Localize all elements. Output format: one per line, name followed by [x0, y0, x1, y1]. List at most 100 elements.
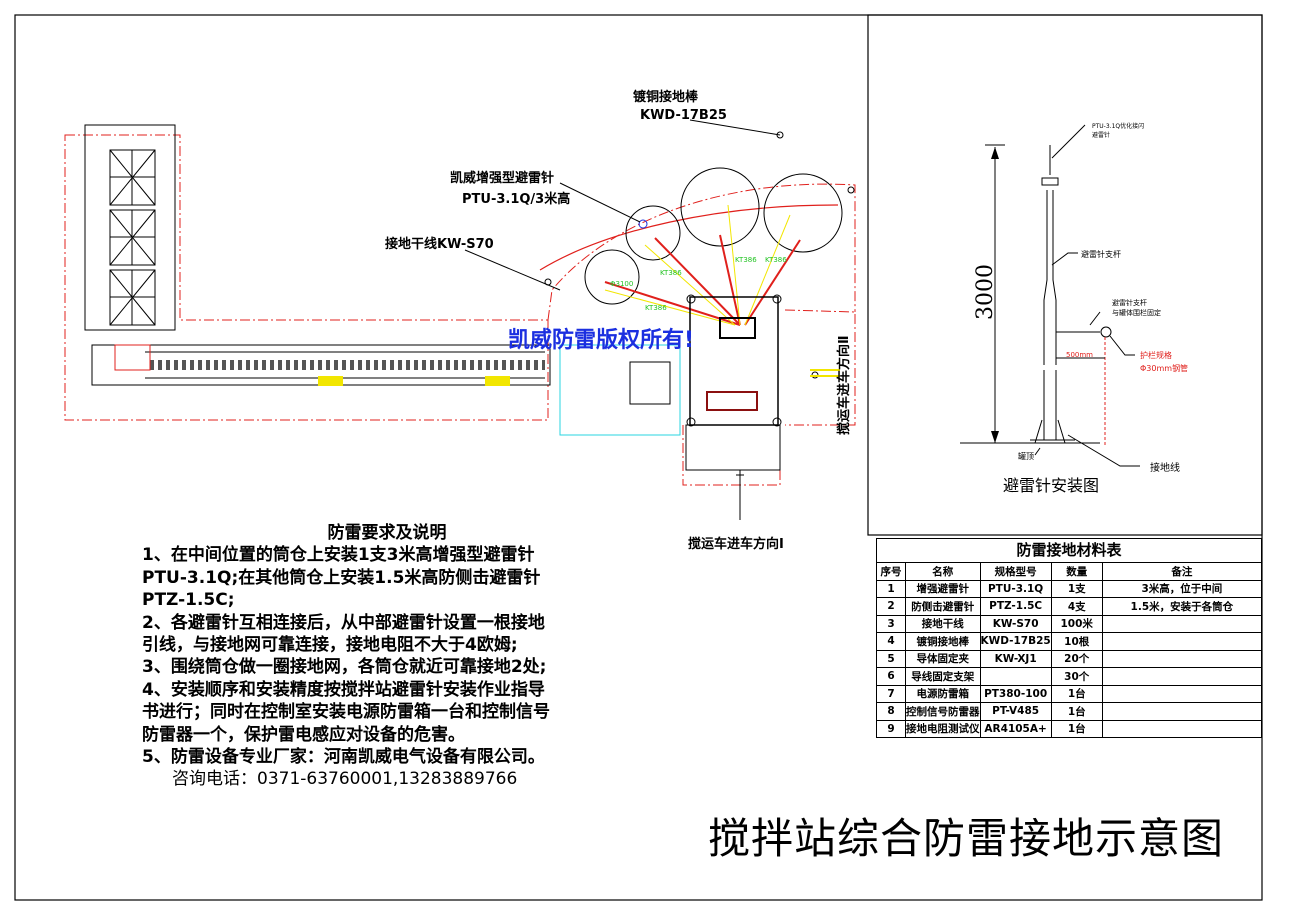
label-fix1: 避雷针支杆 [1112, 298, 1147, 307]
table-cell: PT380-100 [979, 684, 1052, 703]
conveyor-belt [145, 351, 545, 379]
silo-column [84, 124, 176, 331]
notes-phone: 咨询电话：0371-63760001,13283889766 [172, 769, 518, 790]
site-plan: Φ3100 KT386 KT386 KT386 KT386 镀铜接地棒 KWD-… [64, 89, 856, 552]
ground-rods [544, 131, 855, 427]
table-cell: 20个 [1050, 649, 1103, 668]
table-cell [1101, 649, 1263, 668]
table-cell: 3 [876, 614, 906, 633]
label-ground-rod-model: KWD-17B25 [640, 108, 727, 123]
drawing-title: 搅拌站综合防雷接地示意图 [708, 814, 1225, 863]
table-cell: 4支 [1050, 597, 1103, 616]
control-cabinet [706, 391, 758, 411]
table-cell: 接地电阻测试仪 [905, 719, 981, 738]
col-header: 名称 [905, 562, 981, 581]
notes: 防雷要求及说明 1、在中间位置的筒仓上安装1支3米高增强型避雷针 PTU-3.1… [142, 522, 602, 791]
table-cell: 1台 [1050, 702, 1103, 721]
label-ground-rod: 镀铜接地棒 [633, 89, 699, 105]
col-header: 规格型号 [979, 562, 1052, 581]
conveyor-head [114, 344, 151, 371]
table-cell: 3米高，位于中间 [1101, 579, 1263, 598]
table-cell: PT-V485 [979, 702, 1052, 721]
table-cell: 1 [876, 579, 906, 598]
table-cell [1101, 684, 1263, 703]
height-dimension [960, 144, 1100, 444]
label-rod-model: PTU-3.1Q/3米高 [462, 191, 570, 207]
table-cell: PTZ-1.5C [979, 597, 1052, 616]
notes-line: 3、围绕筒仓做一圈接地网，各筒仓就近可靠接地2处; [142, 657, 547, 678]
rod-head [1041, 177, 1059, 186]
label-rod2: 避雷针 [1092, 131, 1110, 139]
notes-title: 防雷要求及说明 [327, 523, 447, 543]
ground-grid-right [682, 309, 856, 486]
col-header: 数量 [1050, 562, 1103, 581]
table-title: 防雷接地材料表 [876, 538, 1262, 562]
plan-leaders [464, 119, 781, 291]
table-cell: 100米 [1050, 614, 1103, 633]
label-truck-dir-1: 搅运车进车方向Ⅰ [688, 536, 784, 552]
table-cell: AR4105A+ [979, 719, 1052, 738]
svg-text:Φ3100: Φ3100 [610, 280, 633, 288]
label-truck-dir-2: 搅运车进车方向Ⅱ [836, 335, 852, 435]
table-cell: 1台 [1050, 684, 1103, 703]
protection-arc [539, 204, 839, 271]
notes-line: 1、在中间位置的筒仓上安装1支3米高增强型避雷针 [142, 545, 535, 566]
notes-line: 4、安装顺序和安装精度按搅拌站避雷针安装作业指导 [142, 679, 545, 700]
table-cell: 电源防雷箱 [905, 684, 981, 703]
table-cell: 2 [876, 597, 906, 616]
power-spd-box [719, 317, 756, 339]
svg-text:KT386: KT386 [645, 304, 667, 312]
ground-grid-arc [547, 183, 856, 321]
col-header: 序号 [876, 562, 906, 581]
label-ground-wire: 接地线 [1150, 461, 1180, 474]
table-cell: KWD-17B25 [979, 632, 1052, 651]
label-main-conductor: 接地干线KW-S70 [385, 236, 494, 252]
mixer-area [559, 344, 681, 436]
label-offset: 500mm [1066, 351, 1093, 359]
notes-line: 书进行；同时在控制室安装电源防雷箱一台和控制信号 [142, 702, 550, 723]
table-cell: 7 [876, 684, 906, 703]
svg-text:KT386: KT386 [765, 256, 787, 264]
table-cell [1101, 702, 1263, 721]
label-rail1: 护栏规格 [1140, 350, 1172, 360]
table-cell [1101, 632, 1263, 651]
table-cell [979, 667, 1052, 686]
conveyor-marker [485, 376, 510, 386]
watermark: 凯威防雷版权所有! [508, 328, 695, 353]
pole-base [1030, 419, 1075, 444]
table-cell: PTU-3.1Q [979, 579, 1052, 598]
install-diagram: 3000 PTU-3.1Q优化接闪 避雷针 避雷针支杆 避雷针支杆 与罐体围栏固… [960, 122, 1188, 495]
down-conductors [604, 234, 801, 326]
silo-circle [763, 173, 843, 253]
table-cell: 30个 [1050, 667, 1103, 686]
svg-text:KT386: KT386 [660, 269, 682, 277]
truck-arrow-1 [736, 470, 744, 520]
label-pole: 避雷针支杆 [1081, 249, 1121, 259]
table-cell: 镀铜接地棒 [905, 632, 981, 651]
label-rod: PTU-3.1Q优化接闪 [1092, 122, 1144, 130]
notes-line: 2、各避雷针互相连接后，从中部避雷针设置一根接地 [142, 612, 545, 633]
table-cell: KW-S70 [979, 614, 1052, 633]
install-leaders [1034, 124, 1140, 467]
table-cell: 4 [876, 632, 906, 651]
silo-circle [680, 167, 760, 247]
notes-line: PTU-3.1Q;在其他筒仓上安装1.5米高防侧击避雷针 [142, 567, 541, 588]
table-cell: 控制信号防雷器 [905, 702, 981, 721]
lightning-rod-marker [638, 219, 648, 229]
svg-text:KT386: KT386 [735, 256, 757, 264]
table-cell [1101, 614, 1263, 633]
mixer-box [629, 361, 671, 405]
table-cell: 9 [876, 719, 906, 738]
col-header: 备注 [1101, 562, 1263, 581]
install-panel-frame [867, 14, 1263, 536]
label-rod-name: 凯威增强型避雷针 [450, 170, 554, 186]
